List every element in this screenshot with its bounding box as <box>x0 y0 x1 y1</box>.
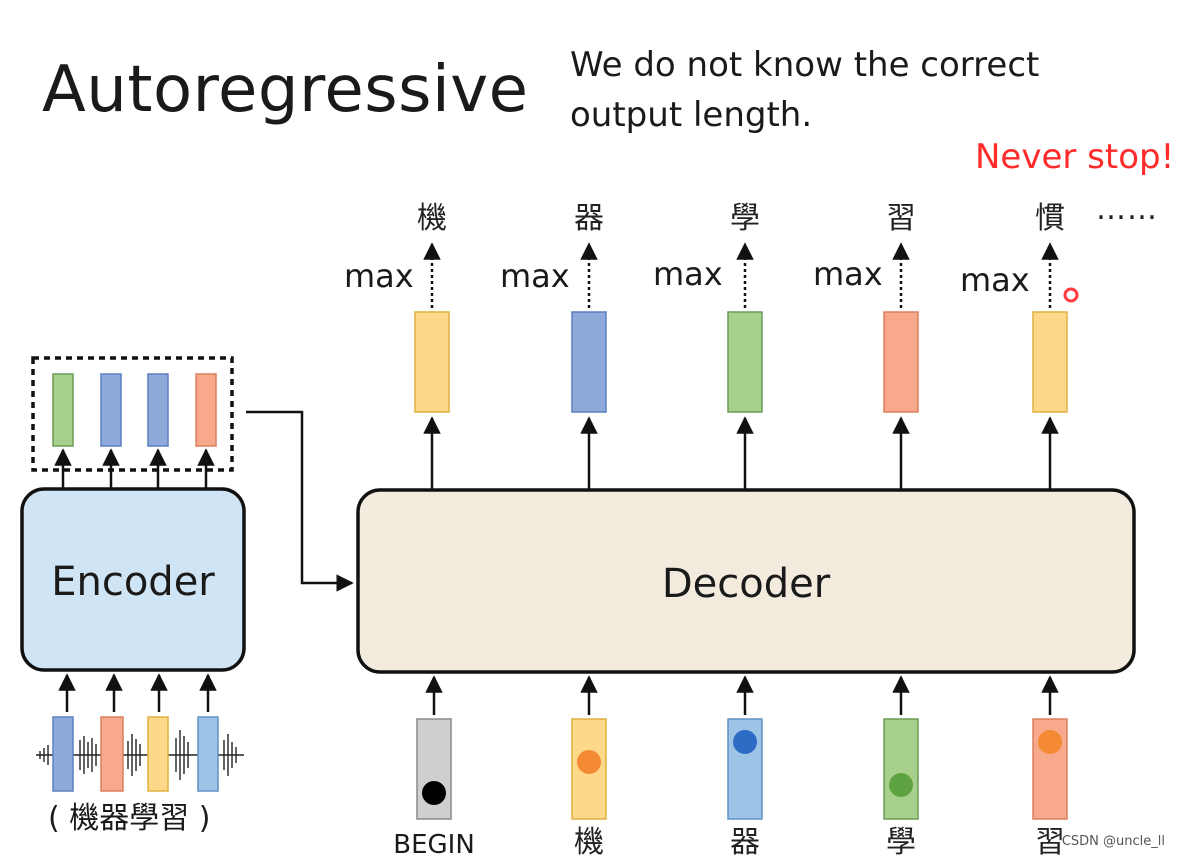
input-token-3: 器 <box>730 825 760 860</box>
enc-in-vector-3 <box>147 716 169 792</box>
input-token-2: 機 <box>574 825 604 860</box>
encoder-input-caption: ( 機器學習 ) <box>48 801 211 836</box>
encoder-box <box>20 487 246 672</box>
enc-in-vector-2 <box>100 716 124 792</box>
output-token-1: 機 <box>417 201 447 236</box>
decoder-up-arrows <box>423 416 1059 490</box>
encoder-in-arrows <box>58 673 217 712</box>
continuation-ellipsis: …… <box>1096 192 1158 227</box>
encoder-output-frame <box>31 356 234 472</box>
one-hot-dot-2 <box>577 750 601 774</box>
output-token-5: 慣 <box>1035 201 1065 236</box>
max-label-4: max <box>813 255 883 293</box>
output-token-2: 器 <box>574 201 604 236</box>
max-label-3: max <box>653 255 723 293</box>
page-title: Autoregressive <box>42 53 529 127</box>
output-token-3: 學 <box>730 201 760 236</box>
max-label-2: max <box>500 257 570 295</box>
never-stop-alert: Never stop! <box>975 137 1175 177</box>
max-label-5: max <box>960 261 1030 299</box>
output-length-note: We do not know the correct output length… <box>570 45 1040 135</box>
max-label-1: max <box>344 257 414 295</box>
begin-token-dot <box>422 781 446 805</box>
dec-in-vector-4 <box>883 718 919 820</box>
one-hot-dot-4 <box>889 773 913 797</box>
dec-out-vector-4 <box>883 311 919 413</box>
input-token-4: 學 <box>886 825 916 860</box>
watermark: CSDN @uncle_ll <box>1061 834 1165 849</box>
one-hot-dot-5 <box>1038 730 1062 754</box>
cursor-pointer-icon <box>1063 287 1079 303</box>
enc-out-vector-3 <box>147 373 169 447</box>
encoder-to-decoder-arrow <box>246 410 354 592</box>
enc-out-vector-4 <box>195 373 217 447</box>
enc-in-vector-4 <box>197 716 219 792</box>
dec-out-vector-3 <box>727 311 763 413</box>
input-token-5: 習 <box>1035 825 1065 860</box>
enc-out-vector-1 <box>52 373 74 447</box>
one-hot-dot-3 <box>733 730 757 754</box>
input-token-begin: BEGIN <box>393 830 475 860</box>
decoder-label: Decoder <box>661 561 831 607</box>
dec-out-vector-5 <box>1032 311 1068 413</box>
enc-in-vector-1 <box>52 716 74 792</box>
decoder-in-arrows <box>425 675 1059 715</box>
encoder-label: Encoder <box>51 559 215 605</box>
dec-out-vector-2 <box>571 311 607 413</box>
encoder-up-arrows <box>54 448 215 489</box>
output-token-4: 習 <box>886 201 916 236</box>
max-dotted-arrows <box>423 242 1059 308</box>
dec-out-vector-1 <box>414 311 450 413</box>
enc-out-vector-2 <box>100 373 122 447</box>
